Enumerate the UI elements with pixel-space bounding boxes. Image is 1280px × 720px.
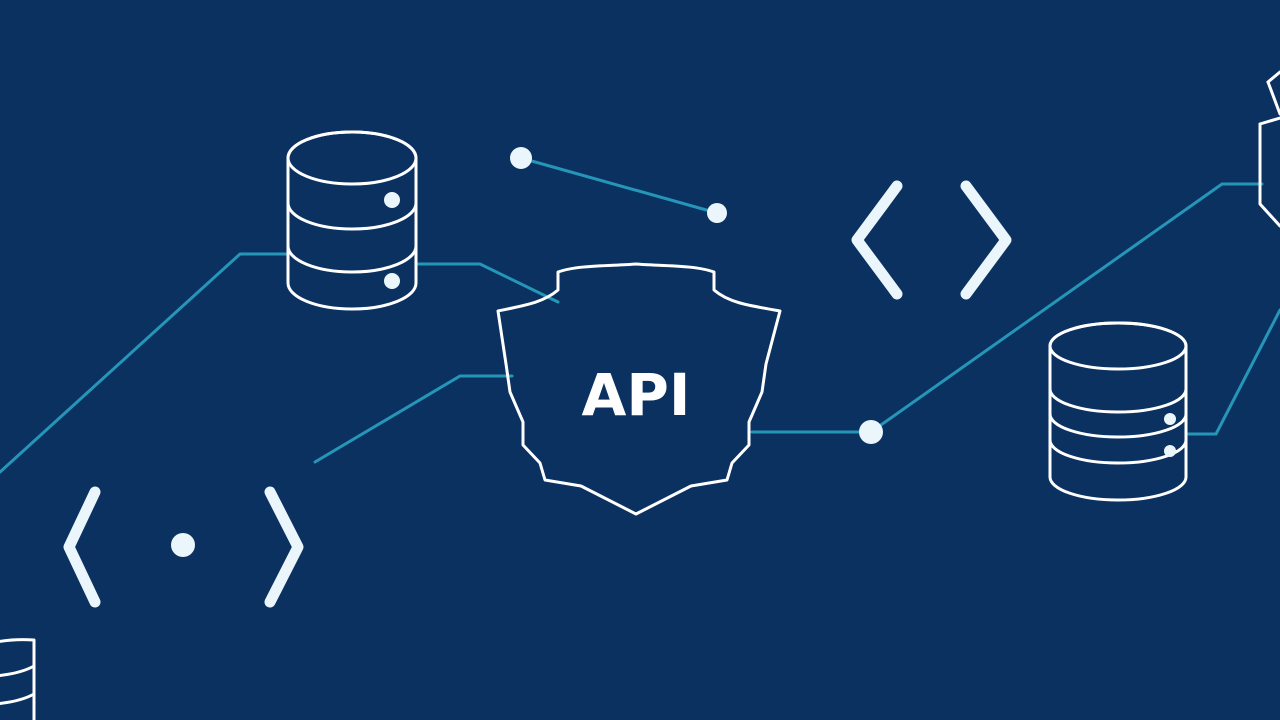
connector-line-db-to-badge <box>416 262 560 304</box>
database-icon <box>286 130 418 311</box>
database-icon <box>0 638 36 720</box>
connection-node-icon <box>859 420 883 444</box>
shield-icon <box>1258 70 1280 228</box>
connector-line-top-nodes <box>519 156 719 215</box>
api-shield-badge: API <box>496 262 782 516</box>
connector-line-far-right <box>1186 308 1280 436</box>
api-label: API <box>582 361 691 429</box>
connector-line-badge-right <box>750 182 1264 434</box>
shield-icon <box>496 262 782 516</box>
connection-node-icon <box>707 203 727 223</box>
code-brackets-icon <box>851 180 1012 300</box>
connection-node-icon <box>510 147 532 169</box>
code-brackets-icon <box>63 486 304 608</box>
connector-line-left <box>0 252 290 474</box>
connector-line-lower-left <box>313 374 514 464</box>
database-icon <box>1048 321 1188 502</box>
